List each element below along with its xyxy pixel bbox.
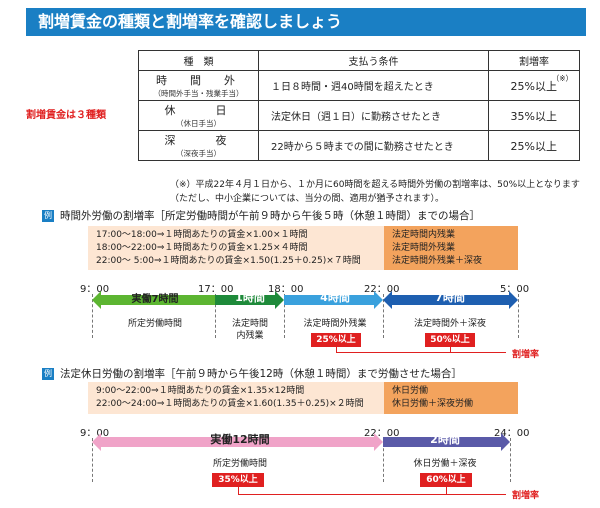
kind-line: 休日労働＋深夜労働 [392,399,474,409]
rate-badge: 50%以上 [425,333,475,347]
time-label: 9：00 [80,284,110,295]
table-row: 時 間 外 （時間外手当・残業手当） １日８時間・週40時間を超えたとき （※）2… [138,70,580,101]
tick-line [510,438,511,482]
example2-heading: 例法定休日労働の割増率［午前９時から午後12時（休憩１時間）まで労働させた場合］ [42,366,462,381]
example1-kinds: 法定時間内残業 法定時間外残業 法定時間外残業＋深夜 [384,226,518,270]
condition-cell: １日８時間・週40時間を超えたとき [258,70,489,101]
tick-line [383,438,384,482]
segment-label: 法定時間外残業 [303,319,367,329]
type-cell: 深 夜 （深夜手当） [138,130,259,161]
example1-heading-text: 時間外労働の割増率［所定労働時間が午前９時から午後５時（休憩１時間）までの場合］ [60,210,480,222]
rates-table: 種 類 支払う条件 割増率 時 間 外 （時間外手当・残業手当） １日８時間・週4… [138,50,580,161]
kind-line: 休日労働 [392,386,429,396]
example1-heading: 例時間外労働の割増率［所定労働時間が午前９時から午後５時（休憩１時間）までの場合… [42,208,480,223]
segment-label: 法定時間外＋深夜 [413,319,486,329]
rate-connector [238,487,506,495]
rate-value: 25%以上 [510,79,557,93]
time-label: 24：00 [494,428,530,439]
rate-cell: 35%以上 [488,100,580,131]
segment-label: 所定労働時間 [212,459,267,469]
rate-badge: 60%以上 [420,473,472,487]
example-badge: 例 [42,210,54,222]
table-header-row: 種 類 支払う条件 割増率 [138,50,580,71]
rate-badge: 35%以上 [212,473,264,487]
table-row: 深 夜 （深夜手当） 22時から５時までの間に勤務させたとき 25%以上 [138,130,580,161]
header-type: 種 類 [138,50,259,71]
rate-connector [446,487,447,495]
kind-line: 法定時間外残業 [392,243,456,253]
segment-arrow [92,291,215,309]
time-label: 5：00 [500,284,530,295]
header-rate: 割増率 [488,50,580,71]
rate-cell: 25%以上 [488,130,580,161]
type-sub: （時間外手当・残業手当） [153,89,244,98]
segment-hours: 2時間 [430,433,460,446]
condition-cell: 22時から５時までの間に勤務させたとき [258,130,489,161]
tick-line [284,294,285,338]
tick-line [518,294,519,338]
tick-line [92,438,93,482]
segment-arrow [215,291,284,309]
segment-label: 法定時間 内残業 [231,319,268,341]
example2-arrows [92,433,510,451]
example2-formulas: 9:00〜22:00⇒１時間あたりの賃金×1.35×12時間 22:00〜24:… [88,382,384,414]
formula-line: 22:00〜24:00⇒１時間あたりの賃金×1.60(1.35＋0.25)×２時… [96,399,364,409]
segment-label: 休日労働＋深夜 [413,459,477,469]
segment-hours: 実働12時間 [210,433,270,446]
tick-line [383,294,384,338]
tick-line [215,294,216,338]
time-label: 9：00 [80,428,110,439]
type-label: 休 日 [164,104,233,117]
formula-line: 17:00〜18:00⇒１時間あたりの賃金×1.00×１時間 [96,230,308,240]
time-label: 17：00 [198,284,234,295]
rate-tag: 割増率 [512,491,540,501]
header-condition: 支払う条件 [258,50,489,71]
segment-arrow [383,433,510,451]
type-sub: （休日手当） [176,119,221,128]
type-label: 時 間 外 [156,74,241,87]
example1-formulas: 17:00〜18:00⇒１時間あたりの賃金×1.00×１時間 18:00〜22:… [88,226,384,270]
kind-line: 法定時間内残業 [392,230,456,240]
type-cell: 休 日 （休日手当） [138,100,259,131]
segment-hours: 4時間 [320,291,350,304]
rate-cell: （※）25%以上 [488,70,580,101]
type-sub: （深夜手当） [176,149,221,158]
segment-hours: 7時間 [435,291,465,304]
example2-heading-text: 法定休日労働の割増率［午前９時から午後12時（休憩１時間）まで労働させた場合］ [60,368,462,380]
kind-line: 法定時間外残業＋深夜 [392,256,483,266]
note-mark: （※） [551,74,573,83]
table-row: 休 日 （休日手当） 法定休日（週１日）に勤務させたとき 35%以上 [138,100,580,131]
example-badge: 例 [42,368,54,380]
side-label: 割増賃金は３種類 [26,110,106,121]
rate-tag: 割増率 [512,350,540,360]
type-cell: 時 間 外 （時間外手当・残業手当） [138,70,259,101]
example2-kinds: 休日労働 休日労働＋深夜労働 [384,382,518,414]
rate-connector [336,347,506,353]
tick-line [92,294,93,338]
segment-label: 所定労働時間 [127,319,182,329]
time-label: 22：00 [364,284,400,295]
time-label: 22：00 [364,428,400,439]
rate-value: 35%以上 [510,109,557,123]
rate-value: 25%以上 [510,139,557,153]
formula-line: 9:00〜22:00⇒１時間あたりの賃金×1.35×12時間 [96,386,305,396]
formula-line: 22:00〜 5:00⇒１時間あたりの賃金×1.50(1.25＋0.25)×７時… [96,256,361,266]
example1-arrows [92,291,518,309]
segment-arrow [383,291,518,309]
segment-hours: 1時間 [235,291,265,304]
formula-line: 18:00〜22:00⇒１時間あたりの賃金×1.25×４時間 [96,243,308,253]
footnote: （※）平成22年４月１日から、１か月に60時間を超える時間外労働の割増率は、50… [170,180,580,204]
type-label: 深 夜 [164,134,233,147]
rate-badge: 25%以上 [311,333,361,347]
rate-connector [450,347,451,353]
time-label: 18：00 [268,284,304,295]
condition-cell: 法定休日（週１日）に勤務させたとき [258,100,489,131]
segment-arrow [284,291,383,309]
segment-hours: 実働7時間 [131,294,179,305]
segment-arrow [92,433,383,451]
page-title: 割増賃金の種類と割増率を確認しましょう [26,8,586,36]
